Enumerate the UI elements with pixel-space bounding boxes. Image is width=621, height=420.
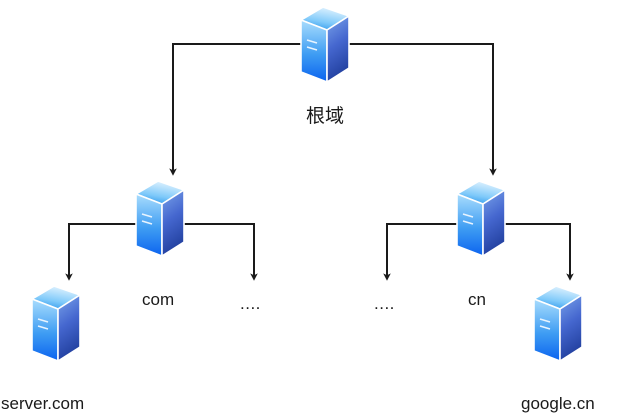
edge-cn-to-google-cn: [481, 223, 574, 281]
server-icon: [30, 285, 82, 363]
server-icon: [455, 180, 507, 258]
node-tld-com-server[interactable]: [132, 178, 188, 260]
server-icon: [299, 6, 351, 84]
edge-com-to-ellipsis: [160, 223, 258, 281]
node-tld-cn-server[interactable]: [453, 178, 509, 260]
node-host-server-com[interactable]: [28, 283, 84, 365]
server-icon: [134, 180, 186, 258]
server-icon: [532, 285, 584, 363]
label-host-server-com: server.com: [1, 394, 85, 413]
node-host-google-cn[interactable]: [530, 283, 586, 365]
edge-com-to-server-com: [65, 223, 160, 281]
label-tld-com: com: [142, 290, 175, 309]
label-tld-cn: cn: [468, 290, 486, 309]
label-root-domain: 根域: [306, 105, 345, 127]
node-root-server[interactable]: [297, 4, 353, 86]
label-host-google-cn: google.cn: [521, 394, 595, 413]
ellipsis-com-siblings: ....: [240, 294, 261, 313]
edge-root-to-com: [169, 43, 322, 176]
edge-root-to-cn: [322, 43, 497, 176]
ellipsis-cn-siblings: ....: [374, 294, 395, 313]
edge-cn-to-ellipsis: [383, 223, 481, 281]
